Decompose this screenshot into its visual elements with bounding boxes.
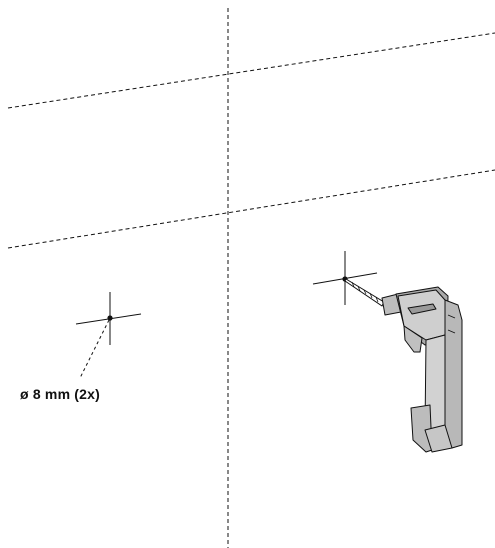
lower-guide-line: [7, 169, 495, 249]
left-drill-mark-icon: [75, 292, 142, 345]
drill-diameter-label: ø 8 mm (2x): [20, 386, 100, 402]
power-drill-icon: [344, 278, 463, 453]
right-drill-mark-icon: [312, 251, 378, 305]
upper-guide-line: [7, 32, 495, 109]
leader-line: [79, 319, 110, 379]
